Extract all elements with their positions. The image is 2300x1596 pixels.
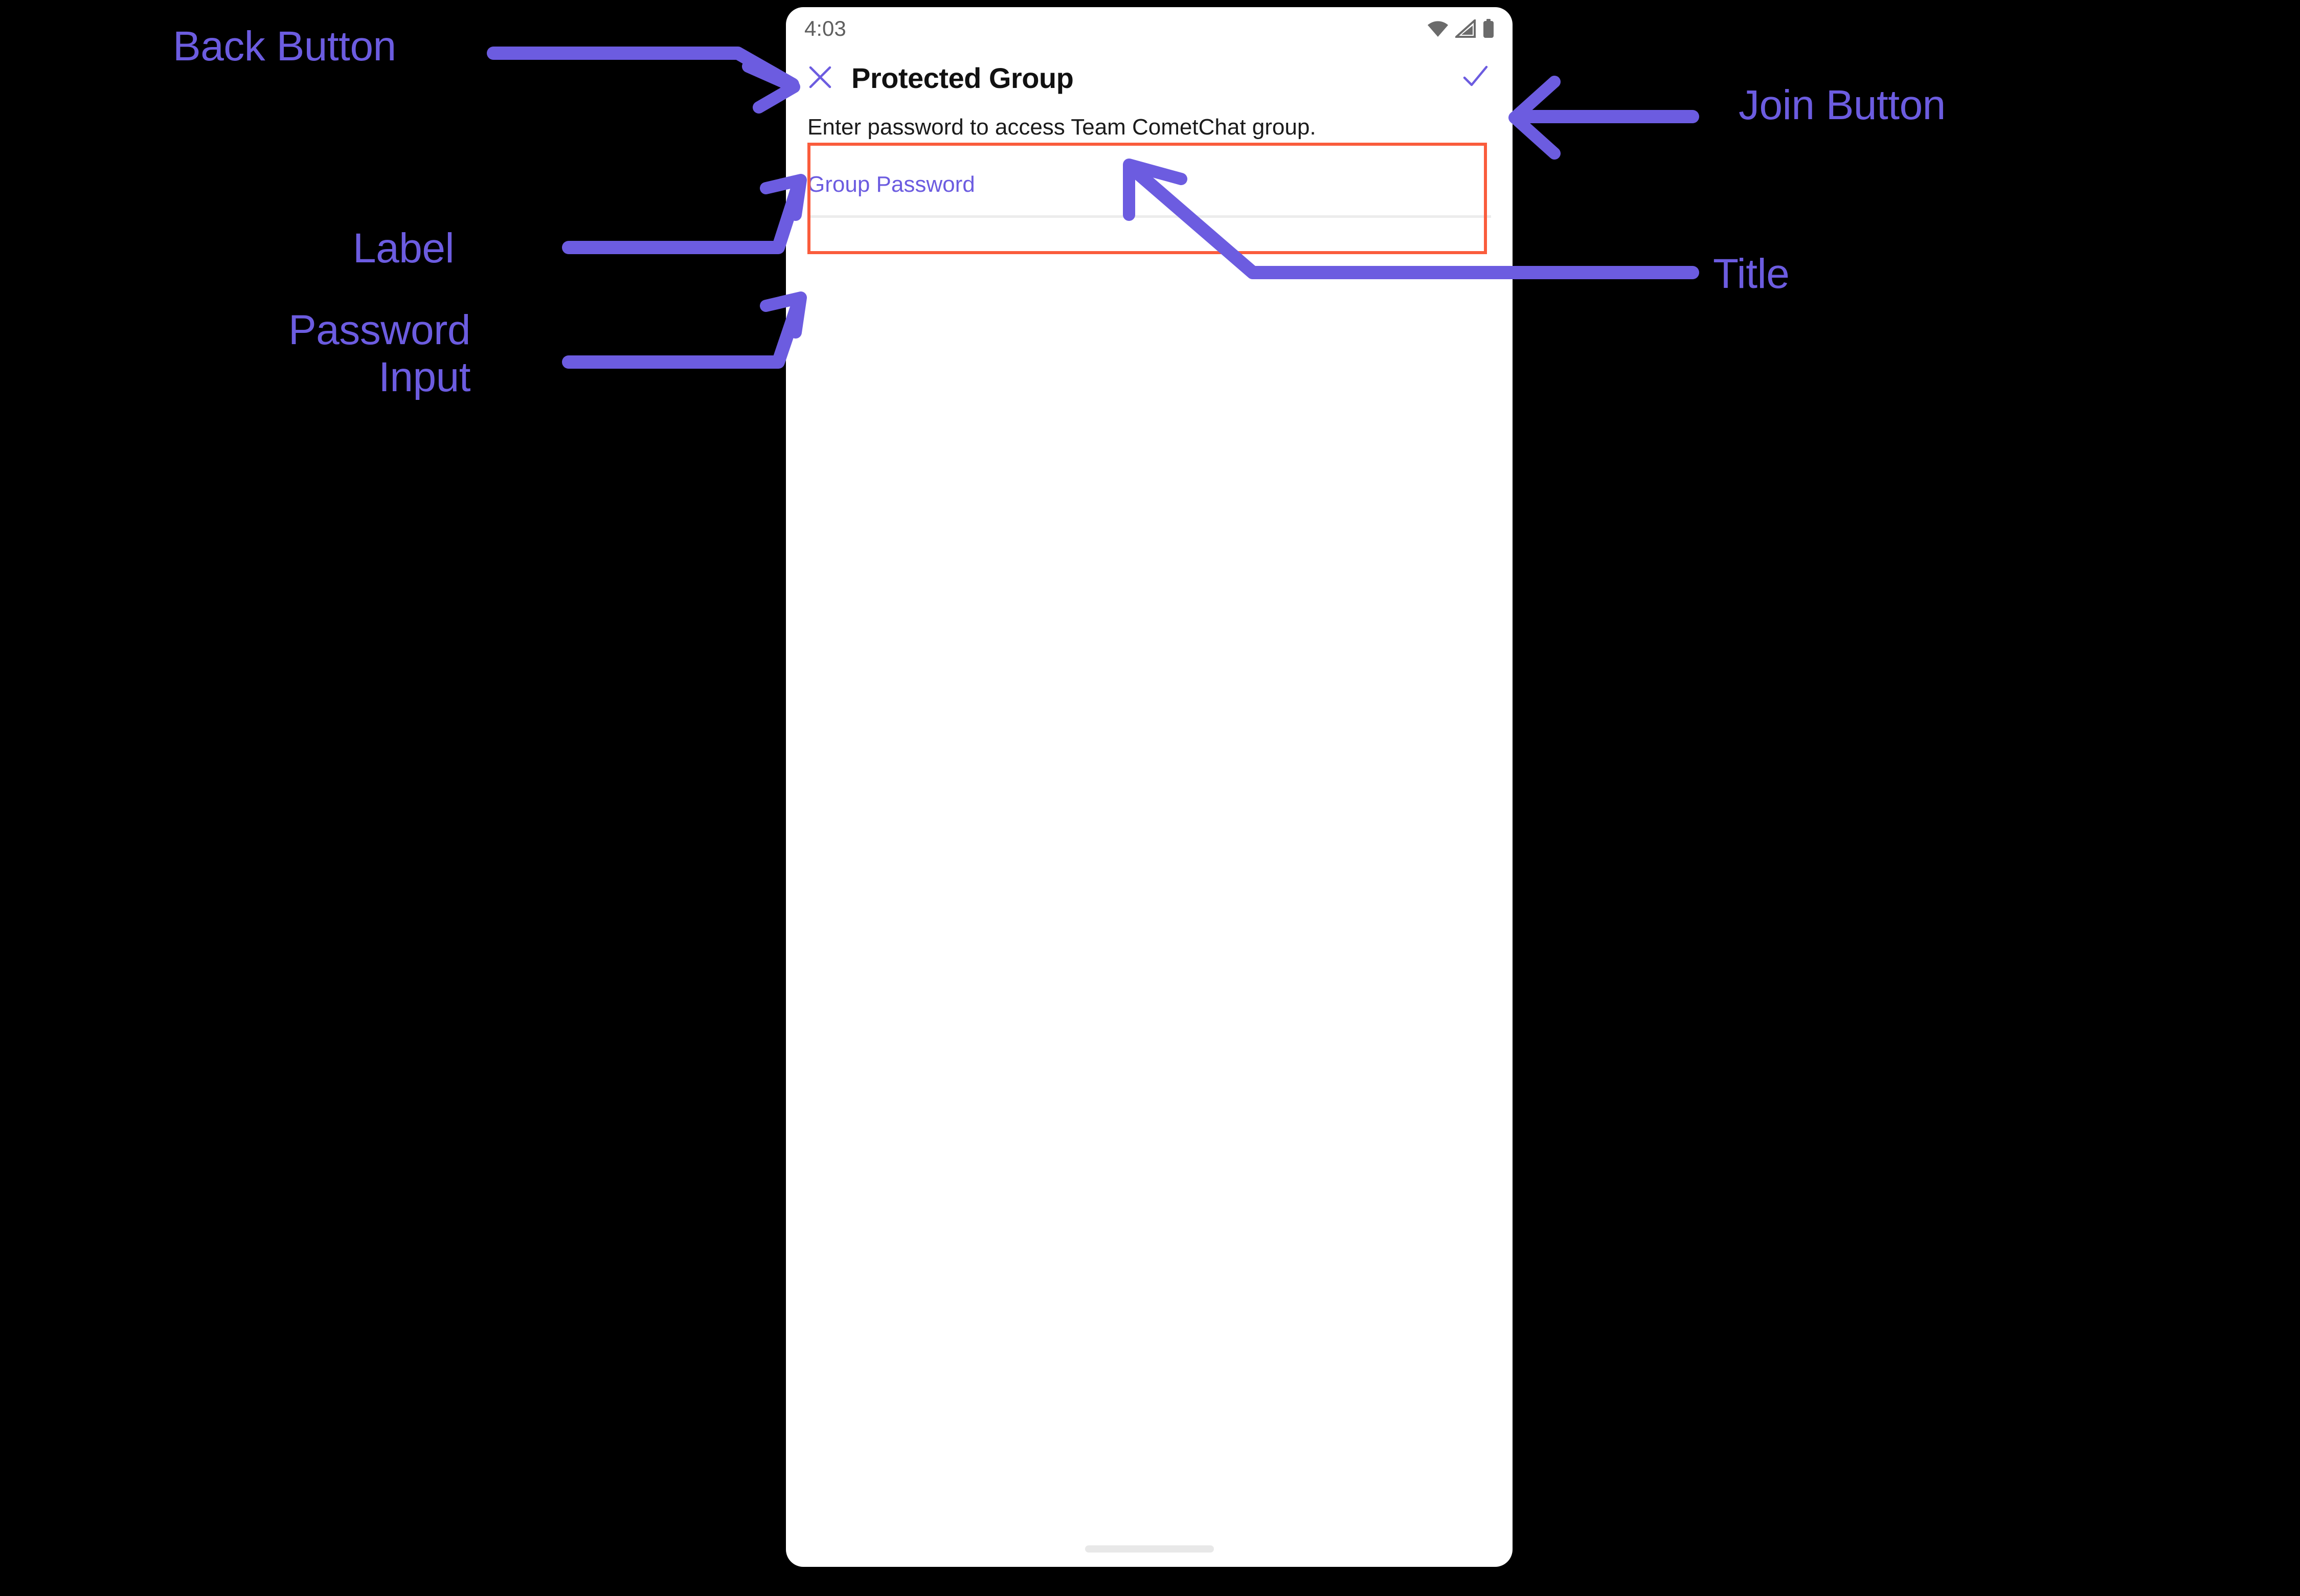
annotation-back-button: Back Button bbox=[173, 23, 396, 70]
status-bar-icons bbox=[1427, 19, 1495, 38]
arrow-label bbox=[562, 177, 805, 254]
battery-icon bbox=[1482, 19, 1495, 38]
check-icon bbox=[1460, 62, 1491, 95]
password-input[interactable] bbox=[807, 215, 1491, 218]
annotation-join-button: Join Button bbox=[1739, 82, 1946, 128]
arrow-password-input bbox=[562, 295, 805, 369]
password-field-label: Group Password bbox=[807, 171, 975, 197]
close-icon bbox=[806, 63, 834, 94]
arrow-join-button-head bbox=[1508, 76, 1561, 160]
status-bar: 4:03 bbox=[786, 7, 1513, 50]
annotation-title: Title bbox=[1713, 251, 1790, 297]
screen-content: Enter password to access Team CometChat … bbox=[786, 106, 1513, 218]
helper-label: Enter password to access Team CometChat … bbox=[807, 115, 1316, 140]
app-bar: Protected Group bbox=[786, 50, 1513, 106]
phone-device-frame: 4:03 bbox=[786, 7, 1513, 1567]
home-indicator[interactable] bbox=[1085, 1545, 1214, 1553]
page-title: Protected Group bbox=[851, 62, 1074, 94]
annotation-password-input: Password Input bbox=[288, 307, 471, 400]
arrow-back-button bbox=[487, 47, 799, 91]
wifi-icon bbox=[1427, 19, 1449, 38]
password-field-block[interactable]: Group Password bbox=[786, 173, 1513, 218]
cell-signal-icon bbox=[1455, 19, 1476, 38]
join-button[interactable] bbox=[1458, 61, 1492, 95]
annotation-label: Label bbox=[353, 225, 455, 272]
back-button[interactable] bbox=[804, 62, 836, 94]
status-bar-clock: 4:03 bbox=[804, 16, 846, 40]
